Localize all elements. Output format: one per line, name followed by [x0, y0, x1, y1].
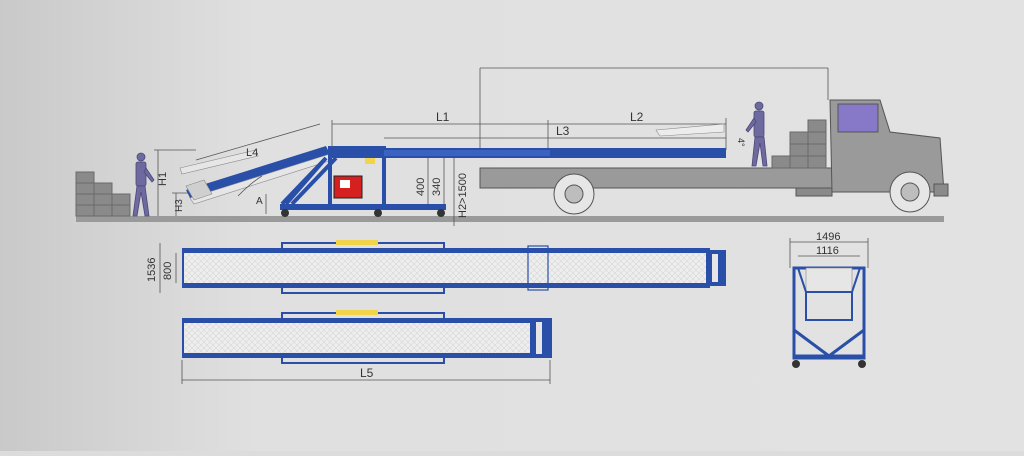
box-stack-truck: [771, 119, 827, 169]
length-dimension-l5: [181, 360, 551, 384]
label-1536: 1536: [146, 258, 158, 282]
end-view: [789, 238, 869, 368]
label-l3: L3: [556, 124, 570, 138]
label-h2: H2>1500: [457, 173, 469, 218]
label-340: 340: [431, 178, 443, 196]
ground-line: [76, 216, 944, 222]
top-view-retracted: [182, 310, 552, 364]
inclined-boom: [179, 123, 333, 205]
vertical-dimensions: [427, 158, 455, 226]
label-1496: 1496: [816, 231, 840, 243]
length-dimensions: [331, 67, 829, 150]
box-stack-left: [75, 171, 131, 217]
main-boom: [330, 148, 726, 158]
label-l4: L4: [246, 147, 258, 159]
worker-left: [132, 152, 155, 217]
boom-tip-deflection: [655, 123, 725, 137]
label-1116: 1116: [816, 245, 839, 257]
label-angle-4: 4°: [736, 138, 746, 147]
label-l5: L5: [360, 366, 374, 380]
label-h3: H3: [174, 199, 185, 212]
top-view-extended: [182, 240, 726, 294]
yellow-marker: [365, 156, 375, 164]
label-400: 400: [415, 178, 427, 196]
angle-a-marker: [237, 175, 267, 214]
label-800: 800: [162, 262, 174, 280]
label-l2: L2: [630, 110, 644, 124]
label-l1: L1: [436, 110, 450, 124]
side-view: H1 H3 L4 A: [75, 67, 949, 226]
width-dimensions: [159, 243, 177, 293]
label-a: A: [256, 196, 263, 207]
label-h1: H1: [157, 172, 169, 186]
truck: [479, 99, 949, 215]
worker-right: [745, 101, 768, 167]
